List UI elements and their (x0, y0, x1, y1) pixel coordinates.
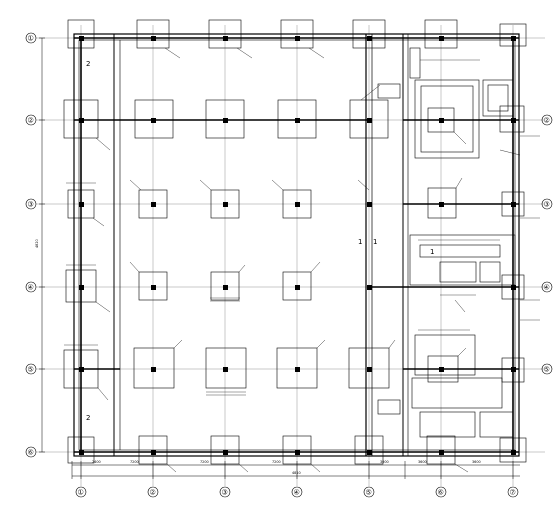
bay-dim-6: 3600 (418, 460, 427, 464)
bay-dim-5: 3000 (380, 460, 389, 464)
room-partitions (377, 47, 516, 438)
center-mark-b: 1 (373, 238, 377, 246)
bay-dim-7: 3600 (472, 460, 481, 464)
annotation-leaders (92, 47, 521, 473)
column-axis-label-6: ⑥ (438, 489, 444, 497)
column-axis-label-1: ① (78, 489, 84, 497)
column-axis-label-5: ⑤ (366, 489, 372, 497)
column-stubs (79, 36, 516, 455)
column-axis-label-7: ⑦ (510, 489, 516, 497)
bottom-overall-dimension: 4810 (292, 471, 301, 475)
row-axis-label-right-2: ② (544, 117, 550, 125)
side-mark-b: 2 (86, 414, 90, 422)
side-mark-a: 2 (86, 60, 90, 68)
bay-dim-4: 7200 (272, 460, 281, 464)
column-axis-label-4: ④ (294, 489, 300, 497)
column-axis-label-2: ② (150, 489, 156, 497)
row-axis-label-right-5: ⑤ (544, 366, 550, 374)
bay-dim-1: 2400 (92, 460, 101, 464)
bottom-dimension-lines (71, 461, 520, 479)
axis-grid-lines (36, 25, 545, 486)
row-axis-label-right-3: ③ (544, 201, 550, 209)
row-axis-label-2: ② (28, 117, 34, 125)
row-axis-label-6: ⑥ (28, 449, 34, 457)
center-mark-a: 1 (358, 238, 362, 246)
bay-dim-3: 7200 (200, 460, 209, 464)
row-axis-label-right-4: ④ (544, 284, 550, 292)
bay-dim-2: 7200 (130, 460, 139, 464)
row-axis-label-1: ① (28, 35, 34, 43)
row-axis-label-5: ⑤ (28, 366, 34, 374)
left-dimension-line (39, 37, 45, 453)
center-mark-c: 1 (430, 248, 434, 256)
row-axis-bubbles-right (541, 114, 553, 375)
row-axis-bubbles-left (25, 32, 37, 458)
column-axis-bubbles (75, 486, 519, 498)
column-axis-label-3: ③ (222, 489, 228, 497)
row-axis-label-3: ③ (28, 201, 34, 209)
row-axis-label-4: ④ (28, 284, 34, 292)
left-overall-dimension: 4820 (35, 239, 39, 248)
footing-dimension-ticks (64, 59, 540, 396)
column-footings (63, 19, 527, 465)
